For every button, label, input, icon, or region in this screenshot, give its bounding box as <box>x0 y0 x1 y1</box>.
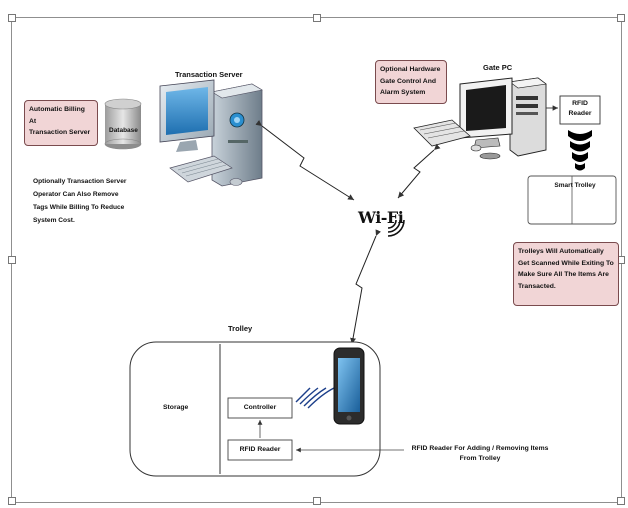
gate-rfid-reader-label: RFID Reader <box>568 100 592 117</box>
storage-label: Storage <box>163 404 189 411</box>
controller-label: Controller <box>243 404 277 411</box>
trolley-rfid-reader-box <box>227 439 293 461</box>
wireless-links <box>255 119 441 345</box>
wifi-label: Wi-Fi <box>358 208 404 227</box>
database-label: Database <box>109 127 138 134</box>
rfid-signal-icon <box>568 130 592 171</box>
gate-pc-computer-icon <box>413 77 547 160</box>
callout-automatic-billing: Automatic Billing At Transaction Server <box>24 100 98 146</box>
callout-trolleys-scanned: Trolleys Will Automatically Get Scanned … <box>513 242 619 306</box>
resize-handle-tc[interactable] <box>313 14 321 22</box>
resize-handle-br[interactable] <box>617 497 625 505</box>
transaction-server-label: Transaction Server <box>175 70 243 79</box>
trolley-rfid-reader-label: RFID Reader <box>239 446 281 453</box>
smart-trolley-label: Smart Trolley <box>554 182 596 189</box>
transaction-server-computer-icon <box>159 79 263 187</box>
resize-handle-tl[interactable] <box>8 14 16 22</box>
trolley-label: Trolley <box>228 324 253 333</box>
optional-operator-note: Optionally Transaction Server Operator C… <box>33 178 127 224</box>
signal-waves-icon <box>295 387 335 409</box>
controller-box <box>227 397 293 419</box>
rfid-adding-removing-note: RFID Reader For Adding / Removing Items … <box>411 445 549 463</box>
gate-rfid-reader-box <box>559 95 601 125</box>
resize-handle-tr[interactable] <box>617 14 625 22</box>
gate-pc-label: Gate PC <box>483 63 513 72</box>
smartphone-icon <box>333 347 365 425</box>
database-icon <box>104 98 142 150</box>
resize-handle-ml[interactable] <box>8 256 16 264</box>
wifi-logo-arcs <box>387 219 405 237</box>
callout-optional-hardware: Optional Hardware Gate Control And Alarm… <box>375 60 447 104</box>
resize-handle-bc[interactable] <box>313 497 321 505</box>
resize-handle-bl[interactable] <box>8 497 16 505</box>
